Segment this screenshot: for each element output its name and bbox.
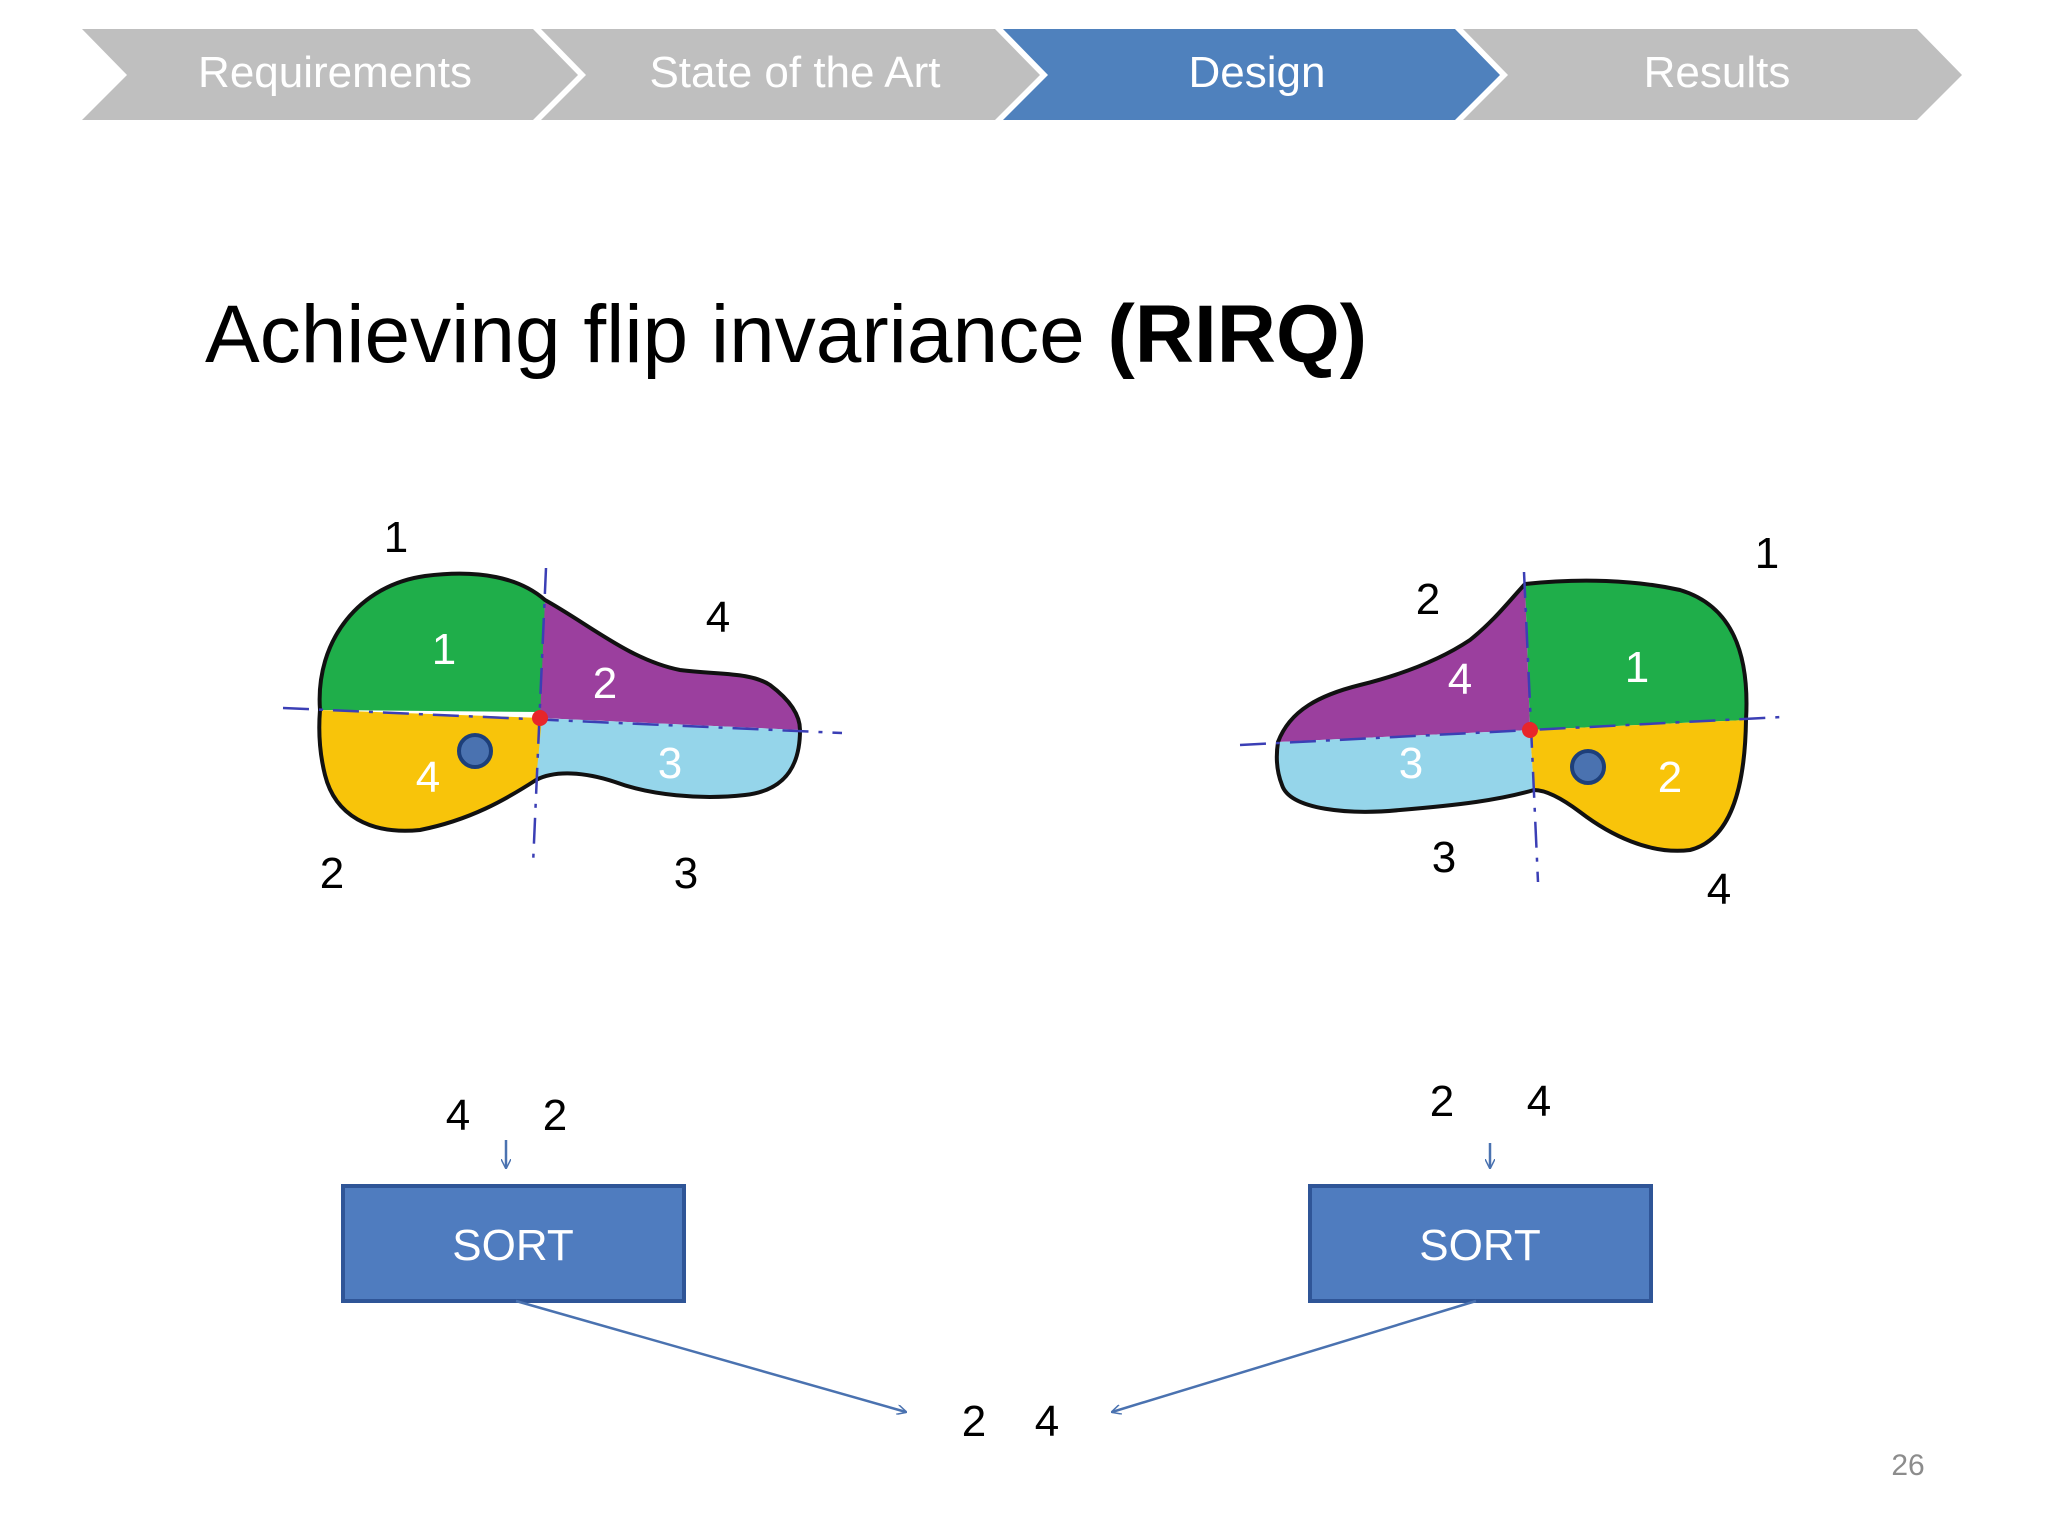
right-quadrant-label: 3 <box>1432 833 1456 882</box>
left-input-value: 2 <box>543 1091 567 1140</box>
breadcrumb-step-design[interactable]: Design <box>1003 29 1500 120</box>
breadcrumb-step-requirements[interactable]: Requirements <box>82 29 578 120</box>
right-marker-circle <box>1570 749 1606 785</box>
breadcrumb-step-label: Design <box>1189 48 1326 97</box>
left-region-label: 1 <box>432 625 456 674</box>
page-title: Achieving flip invariance (RIRQ) <box>205 289 1367 380</box>
right-center-dot <box>1522 722 1538 738</box>
right-output-arrow <box>1112 1299 1477 1412</box>
left-shape-diagram: 1 2 3 4 1 4 2 3 <box>282 513 843 898</box>
right-input-value: 4 <box>1527 1077 1551 1126</box>
right-region-label: 4 <box>1448 655 1472 704</box>
left-region-label: 3 <box>658 739 682 788</box>
page-number: 26 <box>1891 1449 1924 1482</box>
right-region-label: 1 <box>1625 643 1649 692</box>
right-quadrant-label: 4 <box>1707 865 1731 914</box>
left-axis-horizontal <box>282 706 843 735</box>
left-center-dot <box>532 710 548 726</box>
region-green <box>1525 580 1747 730</box>
left-sort-box: SORT <box>341 1184 686 1303</box>
breadcrumb-step-state-of-the-art[interactable]: State of the Art <box>541 29 1040 120</box>
left-marker-circle <box>457 733 493 769</box>
right-shape-diagram: 4 1 3 2 2 1 3 4 <box>1239 529 1783 914</box>
result-value: 4 <box>1035 1397 1059 1446</box>
region-light-blue <box>1276 730 1534 812</box>
left-input-value: 4 <box>446 1091 470 1140</box>
breadcrumb: Requirements State of the Art Design Res… <box>82 29 1962 120</box>
right-shape-outline <box>1274 578 1749 853</box>
sort-label: SORT <box>1419 1221 1540 1270</box>
left-output-arrow <box>515 1299 906 1412</box>
left-quadrant-label: 2 <box>320 849 344 898</box>
right-quadrant-label: 2 <box>1416 575 1440 624</box>
region-purple <box>1278 584 1530 742</box>
left-quadrant-label: 4 <box>706 593 730 642</box>
breadcrumb-step-label: Results <box>1644 48 1791 97</box>
page-title-plain: Achieving flip invariance <box>205 289 1107 380</box>
sorted-result: 2 4 <box>962 1397 1059 1446</box>
breadcrumb-step-label: Requirements <box>198 48 472 97</box>
region-yellow <box>1530 720 1746 851</box>
breadcrumb-step-label: State of the Art <box>649 48 940 97</box>
sort-label: SORT <box>452 1221 573 1270</box>
left-shape-outline <box>317 571 803 833</box>
result-value: 2 <box>962 1397 986 1446</box>
right-axis-horizontal <box>1239 715 1783 747</box>
left-sort-group: 4 2 SORT <box>341 1091 686 1303</box>
region-green <box>319 573 545 712</box>
region-purple <box>540 600 800 730</box>
breadcrumb-step-results[interactable]: Results <box>1463 29 1962 120</box>
right-quadrant-label: 1 <box>1755 529 1779 578</box>
right-sort-box: SORT <box>1308 1184 1653 1303</box>
right-region-label: 3 <box>1399 739 1423 788</box>
right-sort-group: 2 4 SORT <box>1308 1077 1653 1303</box>
left-quadrant-label: 3 <box>674 849 698 898</box>
page-title-bold: (RIRQ) <box>1107 289 1367 380</box>
right-input-value: 2 <box>1430 1077 1454 1126</box>
left-quadrant-label: 1 <box>384 513 408 562</box>
left-region-label: 4 <box>416 753 440 802</box>
right-region-label: 2 <box>1658 753 1682 802</box>
left-region-label: 2 <box>593 659 617 708</box>
